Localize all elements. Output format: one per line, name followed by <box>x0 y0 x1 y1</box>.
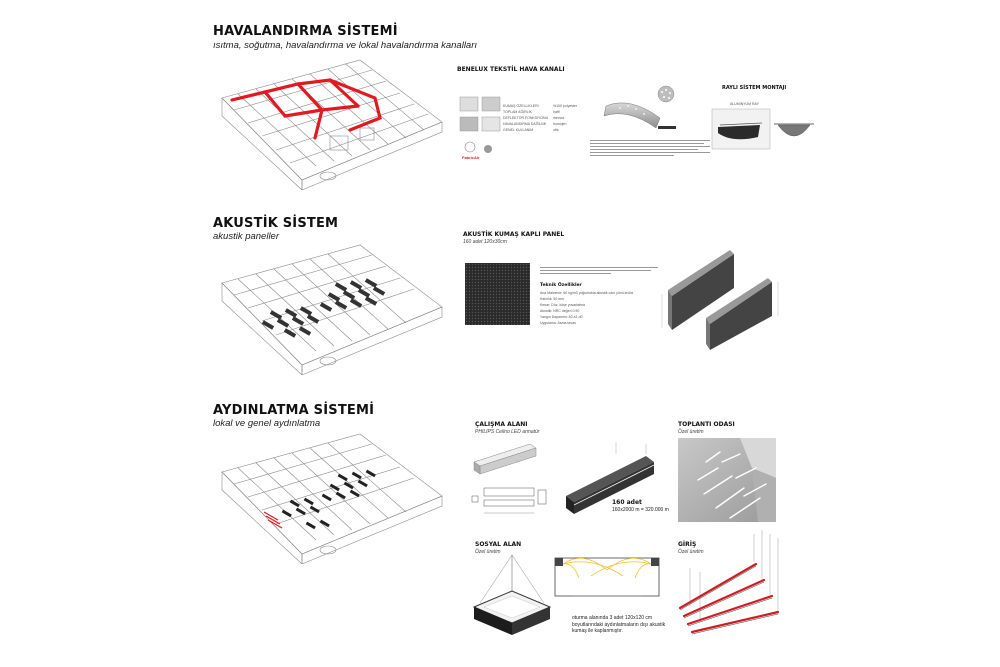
spec-value: mevcut <box>553 116 565 120</box>
tech-line: Kenar: Düz, köşe yuvarlatma <box>540 303 585 307</box>
work-area-count-detail: 160x2000 m = 320.000 m <box>612 507 669 513</box>
social-area-note: oturma alanında 3 adet 120x120 cm boyutl… <box>572 615 666 634</box>
acoustic-title: AKUSTİK SİSTEM <box>213 216 339 231</box>
spec-row: DEFLEKTÖR FONKSİYONU <box>503 116 549 120</box>
acoustic-tech-list: Ana Malzeme: 60 kg/m3 yoğunlukta akustik… <box>540 290 658 326</box>
acoustic-fabric-swatch <box>465 263 530 325</box>
hvac-description-text <box>590 138 710 168</box>
tech-line: Kalınlık: 50 mm <box>540 297 565 301</box>
spec-value: %100 polyester <box>553 104 578 108</box>
lighting-title: AYDINLATMA SİSTEMİ <box>213 403 375 418</box>
rail-montage-title: RAYLI SİSTEM MONTAJI <box>722 85 787 91</box>
hvac-spec-table: KUMAŞ ÖZELLİKLERİ TOPLAM AĞIRLIK DEFLEKT… <box>503 103 578 133</box>
acoustic-subtitle: akustik paneller <box>213 231 280 242</box>
entrance-title: GİRİŞ <box>678 541 697 548</box>
acoustic-axonometric-drawing <box>221 244 443 375</box>
acoustic-product-sub: 160 adet 120x30cm <box>463 239 507 245</box>
social-area-title: SOSYAL ALAN <box>475 541 522 548</box>
rail-label: ALUMINYUM RAY <box>730 102 759 106</box>
linear-luminaire-3d-render <box>566 442 655 514</box>
work-area-count: 160 adet <box>612 499 642 506</box>
textile-duct-render <box>603 85 676 129</box>
hvac-subtitle: ısıtma, soğutma, havalandırma ve lokal h… <box>213 40 478 51</box>
entrance-sub: Özel üretim <box>678 549 704 555</box>
spec-row: GENEL KULLANIM <box>503 128 534 132</box>
hvac-spec-values: %100 polyester hafif mevcut homojen ofis <box>553 103 577 133</box>
linear-luminaire-detail-drawing <box>471 443 547 514</box>
hvac-axonometric-drawing <box>221 59 443 190</box>
hvac-product-title: BENELUX TEKSTİL HAVA KANALI <box>457 66 565 73</box>
svg-text:FabricAir: FabricAir <box>462 155 480 160</box>
tech-line: Akustik: NRC değeri 0.90 <box>540 309 580 313</box>
lighting-axonometric-drawing <box>221 433 443 564</box>
textile-duct-sample-icons: FabricAir <box>459 96 501 160</box>
spec-row: KUMAŞ ÖZELLİKLERİ <box>503 104 539 108</box>
work-area-title: ÇALIŞMA ALANI <box>475 421 528 428</box>
tech-line: Uygulama: Asma tavan <box>540 321 576 325</box>
acoustic-panel-3d-drawing <box>661 250 779 350</box>
spec-value: ofis <box>553 128 559 132</box>
meeting-room-title: TOPLANTI ODASI <box>678 421 735 428</box>
entrance-linear-pendants <box>678 530 780 635</box>
meeting-room-render <box>678 438 776 522</box>
tech-line: Yangın Dayanımı: A2-s1,d0 <box>540 315 583 319</box>
social-area-section-drawing <box>554 557 660 597</box>
acoustic-tech-label: Teknik Özellikler <box>540 283 582 288</box>
social-area-sub: Özel üretim <box>475 549 501 555</box>
spec-value: hafif <box>553 110 560 114</box>
spec-row: HAVALANDIRMA DAĞILIMI <box>503 122 547 126</box>
meeting-room-sub: Özel üretim <box>678 429 704 435</box>
tech-line: Ana Malzeme: 60 kg/m3 yoğunlukta akustik… <box>540 291 633 295</box>
spec-value: homojen <box>553 122 567 126</box>
social-area-square-pendant <box>472 555 552 635</box>
rail-montage-drawing <box>711 108 814 150</box>
acoustic-product-title: AKUSTİK KUMAŞ KAPLI PANEL <box>463 231 565 238</box>
acoustic-description-text <box>540 265 658 276</box>
spec-row: TOPLAM AĞIRLIK <box>503 110 532 114</box>
lighting-subtitle: lokal ve genel aydınlatma <box>213 418 321 429</box>
work-area-sub: PHILIPS Celino LED armatür <box>475 429 540 435</box>
hvac-title: HAVALANDIRMA SİSTEMİ <box>213 24 398 39</box>
